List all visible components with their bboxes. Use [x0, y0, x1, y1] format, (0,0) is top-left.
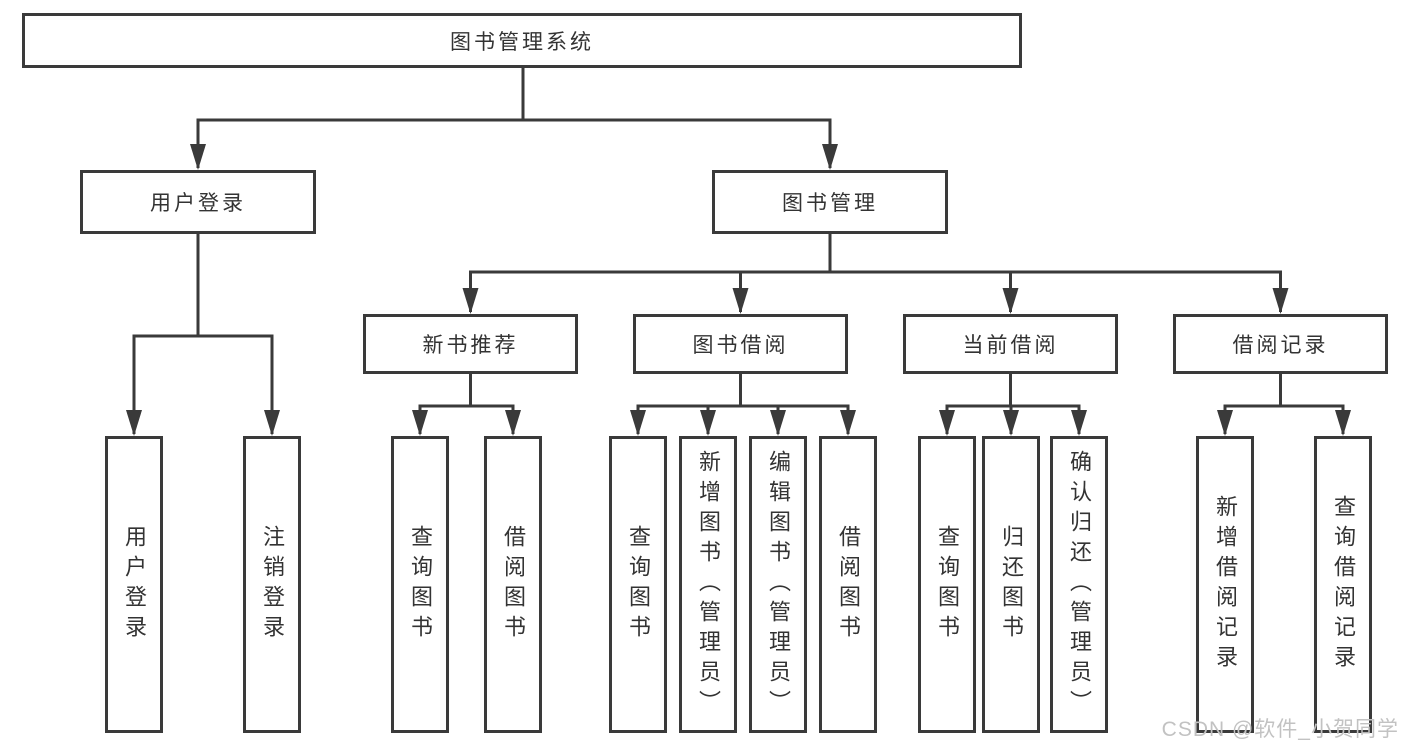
node-borrow-records: 借阅记录	[1173, 314, 1388, 374]
node-user-login: 用户登录	[80, 170, 316, 234]
node-label: 编辑图书（管理员）	[766, 449, 791, 720]
node-label: 查询借阅记录	[1331, 494, 1356, 675]
leaf-query-borrow-record: 查询借阅记录	[1314, 436, 1372, 733]
node-label: 新增图书（管理员）	[696, 449, 721, 720]
leaf-logout: 注销登录	[243, 436, 301, 733]
node-label: 当前借阅	[962, 334, 1059, 357]
leaf-edit-book-admin: 编辑图书（管理员）	[749, 436, 807, 733]
leaf-query-books-recommend: 查询图书	[391, 436, 449, 733]
leaf-borrow-books-recommend: 借阅图书	[484, 436, 542, 733]
node-label: 查询图书	[935, 524, 960, 645]
node-label: 借阅图书	[836, 524, 861, 645]
node-book-management: 图书管理	[712, 170, 948, 234]
node-library-management-system: 图书管理系统	[22, 13, 1022, 68]
node-new-book-recommend: 新书推荐	[363, 314, 578, 374]
node-label: 归还图书	[999, 524, 1024, 645]
node-label: 查询图书	[626, 524, 651, 645]
csdn-watermark: CSDN @软件_小贺同学	[1161, 718, 1399, 741]
node-label: 图书借阅	[692, 334, 789, 357]
leaf-return-books: 归还图书	[982, 436, 1040, 733]
node-label: 查询图书	[408, 524, 433, 645]
node-label: 图书管理系统	[450, 30, 594, 54]
leaf-query-books-borrow: 查询图书	[609, 436, 667, 733]
node-label: 确认归还（管理员）	[1067, 449, 1092, 720]
leaf-add-book-admin: 新增图书（管理员）	[679, 436, 737, 733]
node-label: 用户登录	[122, 524, 147, 645]
leaf-user-login: 用户登录	[105, 436, 163, 733]
leaf-add-borrow-record: 新增借阅记录	[1196, 436, 1254, 733]
leaf-confirm-return-admin: 确认归还（管理员）	[1050, 436, 1108, 733]
leaf-query-books-current: 查询图书	[918, 436, 976, 733]
node-label: 借阅图书	[501, 524, 526, 645]
node-label: 注销登录	[260, 524, 285, 645]
node-label: 新增借阅记录	[1213, 494, 1238, 675]
node-book-borrow: 图书借阅	[633, 314, 848, 374]
node-current-borrow: 当前借阅	[903, 314, 1118, 374]
node-label: 用户登录	[150, 192, 246, 215]
node-label: 借阅记录	[1232, 334, 1329, 357]
leaf-borrow-books: 借阅图书	[819, 436, 877, 733]
node-label: 新书推荐	[422, 334, 519, 357]
node-label: 图书管理	[782, 192, 878, 215]
